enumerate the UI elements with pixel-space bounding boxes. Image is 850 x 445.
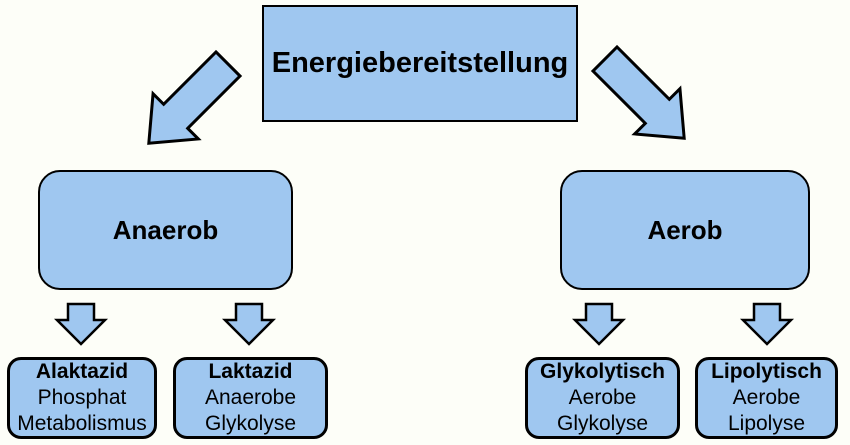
arrow-down-icon <box>221 302 277 346</box>
arrow-down-icon <box>739 302 795 346</box>
leaf-title: Glykolytisch <box>540 360 665 383</box>
leaf-title: Alaktazid <box>35 360 129 383</box>
leaf-line: Lipolyse <box>727 412 806 435</box>
leaf-line: Phosphat <box>37 386 127 409</box>
aerob-label: Aerob <box>647 214 723 245</box>
leaf-line: Glykolyse <box>556 412 649 435</box>
leaf-line: Glykolyse <box>204 412 297 435</box>
root-node-label: Energiebereitstellung <box>271 47 569 79</box>
arrow-down-left-icon <box>147 49 243 145</box>
leaf-title: Lipolytisch <box>711 360 822 383</box>
anaerob-label: Anaerob <box>112 214 219 245</box>
leaf-laktazid: Laktazid Anaerobe Glykolyse <box>173 357 328 439</box>
arrow-down-icon <box>53 302 109 346</box>
node-energiebereitstellung: Energiebereitstellung <box>262 5 578 122</box>
arrow-down-icon <box>571 302 627 346</box>
leaf-line: Anaerobe <box>204 386 297 409</box>
leaf-lipolytisch: Lipolytisch Aerobe Lipolyse <box>695 357 838 439</box>
leaf-alaktazid: Alaktazid Phosphat Metabolismus <box>7 357 157 439</box>
leaf-glykolytisch: Glykolytisch Aerobe Glykolyse <box>525 357 680 439</box>
node-aerob: Aerob <box>560 170 810 290</box>
node-anaerob: Anaerob <box>38 170 293 290</box>
leaf-line: Aerobe <box>568 386 637 409</box>
leaf-line: Metabolismus <box>17 412 147 435</box>
leaf-line: Aerobe <box>732 386 801 409</box>
leaf-title: Laktazid <box>208 360 293 383</box>
arrow-down-right-icon <box>590 44 686 140</box>
